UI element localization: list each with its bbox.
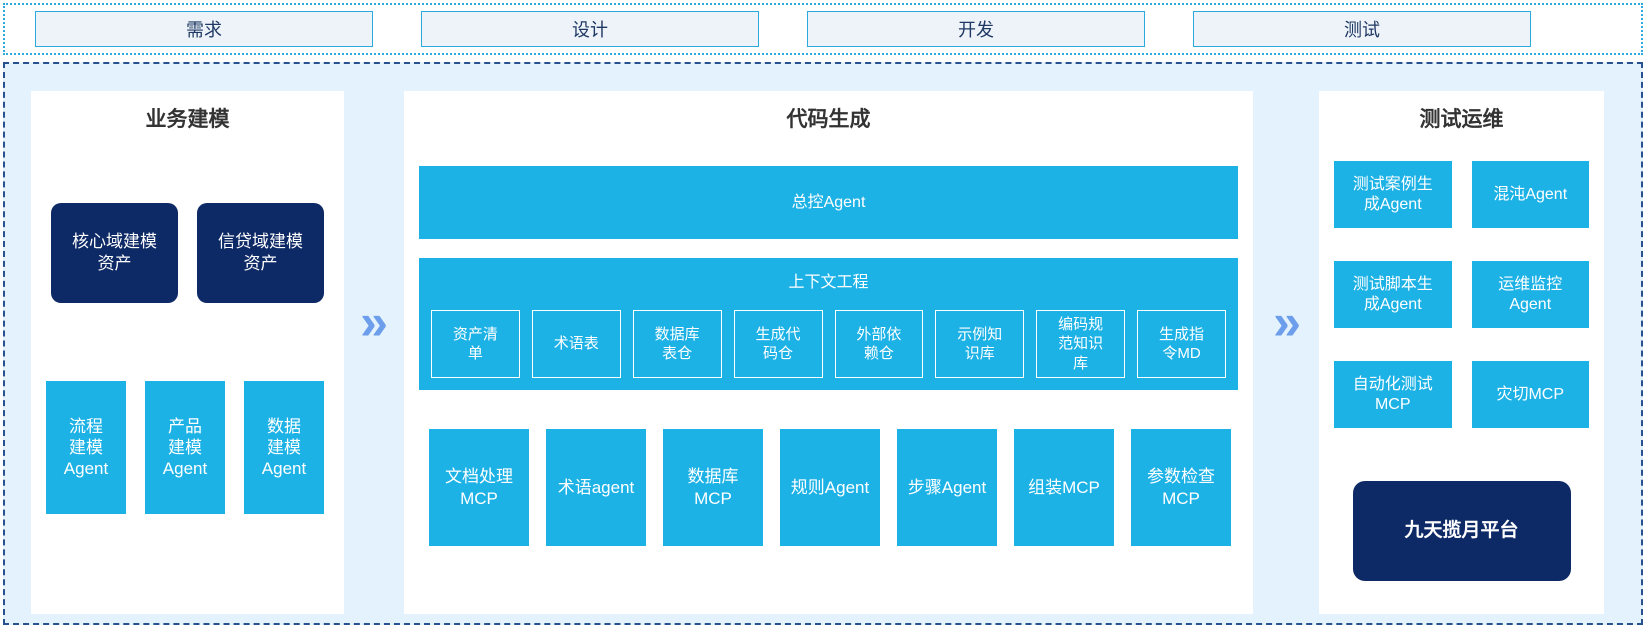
ops-box-ops-monitor-agent: 运维监控 Agent: [1471, 261, 1589, 328]
worker-box-step-agent: 步骤Agent: [897, 429, 997, 546]
ops-box-chaos-agent: 混沌Agent: [1471, 161, 1589, 228]
code-generation-workers-row: 文档处理 MCP 术语agent 数据库 MCP 规则Agent 步骤Agent…: [429, 429, 1231, 546]
worker-box-param-check-mcp: 参数检查 MCP: [1131, 429, 1231, 546]
agent-box-data-modeling: 数据 建模 Agent: [244, 381, 324, 514]
ops-box-disaster-switch-mcp: 灾切MCP: [1471, 361, 1589, 428]
context-item-generated-code-repo: 生成代 码仓: [733, 310, 823, 378]
main-container: 业务建模 核心域建模 资产 信贷域建模 资产 流程 建模 Agent 产品 建模…: [3, 62, 1643, 625]
master-agent-bar: 总控Agent: [419, 166, 1238, 239]
phase-item-requirements: 需求: [35, 11, 373, 47]
agent-box-process-modeling: 流程 建模 Agent: [46, 381, 126, 514]
ops-box-test-case-gen-agent: 测试案例生 成Agent: [1334, 161, 1452, 228]
test-ops-grid: 测试案例生 成Agent 混沌Agent 测试脚本生 成Agent 运维监控 A…: [1319, 161, 1604, 428]
worker-box-doc-processing-mcp: 文档处理 MCP: [429, 429, 529, 546]
worker-box-assembly-mcp: 组装MCP: [1014, 429, 1114, 546]
agent-box-product-modeling: 产品 建模 Agent: [145, 381, 225, 514]
worker-box-glossary-agent: 术语agent: [546, 429, 646, 546]
double-chevron-right-icon: »: [360, 294, 388, 350]
panel-code-generation: 代码生成 总控Agent 上下文工程 资产清 单 术语表 数据库 表仓 生成代 …: [404, 91, 1253, 614]
context-item-example-knowledge-base: 示例知 识库: [935, 310, 1025, 378]
worker-box-database-mcp: 数据库 MCP: [663, 429, 763, 546]
context-item-asset-list: 资产清 单: [431, 310, 520, 378]
business-modeling-title: 业务建模: [145, 108, 230, 131]
double-chevron-right-icon: »: [1273, 294, 1301, 350]
context-item-coding-standards-kb: 编码规 范知识 库: [1036, 310, 1126, 378]
worker-box-rule-agent: 规则Agent: [780, 429, 880, 546]
phase-bar: 需求 设计 开发 测试: [3, 3, 1643, 55]
context-item-external-deps-repo: 外部依 赖仓: [834, 310, 924, 378]
business-modeling-assets-row: 核心域建模 资产 信贷域建模 资产: [31, 203, 344, 303]
context-engineering-title: 上下文工程: [788, 274, 869, 291]
context-item-generation-instructions-md: 生成指 令MD: [1137, 310, 1226, 378]
ops-box-automated-test-mcp: 自动化测试 MCP: [1334, 361, 1452, 428]
flow-arrow-codegen-to-testops: »: [1256, 292, 1318, 358]
context-item-db-table-repo: 数据库 表仓: [632, 310, 722, 378]
phase-item-design: 设计: [421, 11, 759, 47]
panel-test-ops: 测试运维 测试案例生 成Agent 混沌Agent 测试脚本生 成Agent 运…: [1319, 91, 1604, 614]
phase-item-testing: 测试: [1193, 11, 1531, 47]
panel-business-modeling: 业务建模 核心域建模 资产 信贷域建模 资产 流程 建模 Agent 产品 建模…: [31, 91, 344, 614]
flow-arrow-modeling-to-codegen: »: [343, 292, 405, 358]
context-item-glossary: 术语表: [531, 310, 621, 378]
code-generation-title: 代码生成: [786, 108, 871, 131]
phase-item-development: 开发: [807, 11, 1145, 47]
platform-box-jiutian-lanyue: 九天揽月平台: [1352, 481, 1571, 581]
test-ops-title: 测试运维: [1419, 108, 1504, 131]
asset-box-core-domain: 核心域建模 资产: [51, 203, 178, 303]
business-modeling-agents-row: 流程 建模 Agent 产品 建模 Agent 数据 建模 Agent: [31, 381, 344, 514]
asset-box-credit-domain: 信贷域建模 资产: [197, 203, 324, 303]
context-engineering-items-row: 资产清 单 术语表 数据库 表仓 生成代 码仓 外部依 赖仓 示例知 识库 编码…: [431, 310, 1226, 378]
ops-box-test-script-gen-agent: 测试脚本生 成Agent: [1334, 261, 1452, 328]
context-engineering-box: 上下文工程 资产清 单 术语表 数据库 表仓 生成代 码仓 外部依 赖仓 示例知…: [419, 258, 1238, 390]
